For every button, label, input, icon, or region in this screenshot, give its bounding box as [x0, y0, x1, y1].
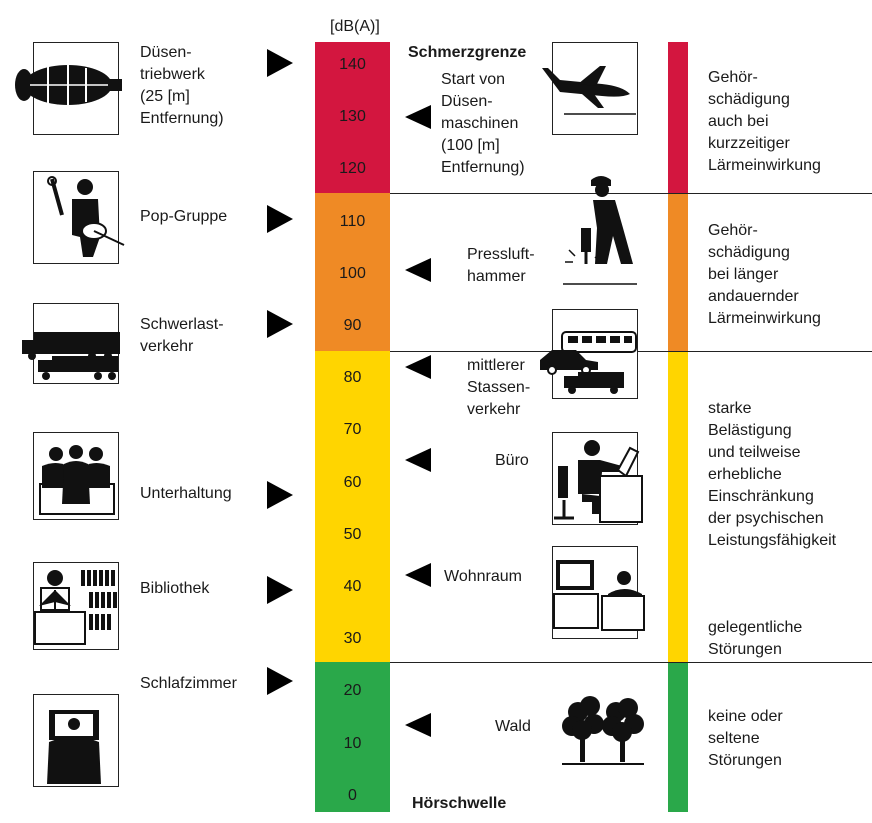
- effect-orange-text: Gehör- schädigung bei länger andauernder…: [708, 222, 821, 327]
- jet-engine-icon: [15, 65, 122, 105]
- effect-bar-green: [668, 662, 688, 812]
- arrow-right-icon: [267, 310, 293, 338]
- jackhammer-worker-icon: [563, 176, 637, 285]
- scale-tick-label: 50: [343, 525, 362, 543]
- arrow-left-icon: [405, 563, 431, 587]
- zone-red: [315, 42, 390, 193]
- effect-yellow-text: starke Belästigung und teilweise erhebli…: [708, 400, 837, 549]
- effect-yellow-low-text: gelegentliche Störungen: [708, 619, 803, 658]
- scale-tick-label: 80: [343, 369, 362, 387]
- scale-tick-label: 40: [343, 578, 362, 595]
- arrow-left-icon: [405, 713, 431, 737]
- zone-orange: [315, 193, 390, 351]
- zone-green: [315, 662, 390, 812]
- bedroom-label: Schlafzimmer: [140, 675, 237, 692]
- conversation-icon: [39, 445, 115, 515]
- arrow-right-icon: [267, 49, 293, 77]
- scale-tick-label: 60: [343, 473, 362, 491]
- divider-line: [390, 193, 872, 194]
- arrow-right-icon: [267, 481, 293, 509]
- reader-icon: [34, 570, 117, 645]
- hearing-threshold-label: Hörschwelle: [412, 795, 507, 812]
- car-bus-icon: [540, 331, 637, 394]
- forest-label: Wald: [495, 718, 531, 735]
- living-room-label: Wohnraum: [444, 568, 522, 585]
- tv-viewer-icon: [553, 560, 645, 631]
- divider-line: [390, 662, 872, 663]
- jackhammer-label: Pressluft- hammer: [467, 246, 535, 285]
- arrow-right-icon: [267, 576, 293, 604]
- bed-icon: [47, 710, 101, 784]
- trees-icon: [562, 696, 644, 765]
- effect-bar-yellow: [668, 351, 688, 662]
- scale-tick-label: 120: [339, 160, 366, 178]
- effect-bar-red: [668, 42, 688, 193]
- scale-tick-label: 100: [339, 264, 366, 282]
- scale-tick-label: 20: [343, 682, 362, 700]
- scale-tick-label: 90: [343, 317, 362, 334]
- zone-yellow: [315, 351, 390, 662]
- conversation-label: Unterhaltung: [140, 485, 232, 502]
- pop-group-label: Pop-Gruppe: [140, 208, 228, 225]
- airplane-icon: [542, 66, 636, 115]
- unit-label: [dB(A)]: [330, 18, 380, 35]
- arrow-left-icon: [405, 355, 431, 379]
- scale-tick-label: 110: [339, 212, 366, 230]
- pain-threshold-label: Schmerzgrenze: [408, 44, 527, 61]
- takeoff-label: Start von Düsen- maschinen (100 [m] Entf…: [441, 71, 525, 176]
- library-label: Bibliothek: [140, 580, 210, 597]
- arrow-left-icon: [405, 448, 431, 472]
- truck-icon: [22, 332, 120, 380]
- scale-tick-label: 130: [339, 108, 366, 126]
- scale-tick-label: 10: [343, 734, 362, 752]
- arrow-right-icon: [267, 667, 293, 695]
- office-worker-icon: [554, 440, 643, 523]
- guitarist-icon: [47, 176, 125, 257]
- scale-tick-label: 140: [339, 56, 366, 73]
- traffic-label: mittlerer Stassen- verkehr: [467, 357, 531, 418]
- scale-tick-label: 0: [348, 786, 357, 804]
- arrow-left-icon: [405, 105, 431, 129]
- scale-tick-label: 70: [343, 421, 362, 439]
- arrow-left-icon: [405, 258, 431, 282]
- scale-tick-label: 30: [343, 630, 362, 648]
- effect-red-text: Gehör- schädigung auch bei kurzzeitiger …: [708, 69, 821, 174]
- jet-engine-label: Düsen- triebwerk (25 [m] Entfernung): [140, 44, 224, 127]
- office-label: Büro: [495, 452, 529, 469]
- heavy-traffic-label: Schwerlast- verkehr: [140, 316, 224, 355]
- effect-bar-orange: [668, 193, 688, 351]
- effect-green-text: keine oder seltene Störungen: [708, 708, 783, 769]
- arrow-right-icon: [267, 205, 293, 233]
